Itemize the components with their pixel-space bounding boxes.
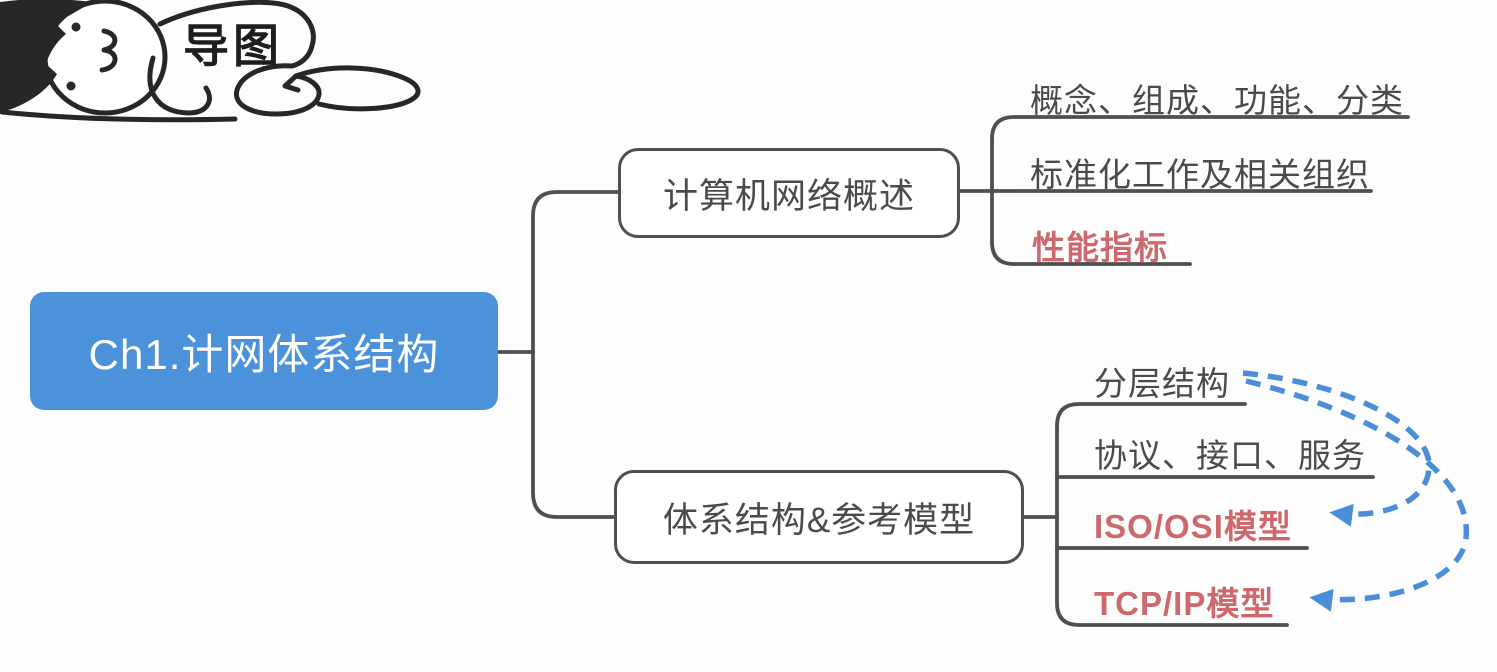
root-node[interactable]: Ch1.计网体系结构 xyxy=(30,292,498,410)
branch-node-network-overview[interactable]: 计算机网络概述 xyxy=(618,148,960,238)
arrow-layered-to-iso-osi xyxy=(1242,370,1432,527)
mascot-arm xyxy=(147,55,212,116)
leaf-concept-composition-function-classification[interactable]: 概念、组成、功能、分类 xyxy=(1030,82,1404,119)
mascot-face xyxy=(66,22,118,91)
tree-connectors xyxy=(496,115,1410,627)
leaf-protocol-interface-service[interactable]: 协议、接口、服务 xyxy=(1094,437,1366,474)
arrow-layered-to-tcp-ip xyxy=(1245,378,1469,612)
leaf-iso-osi-model[interactable]: ISO/OSI模型 xyxy=(1094,508,1292,545)
mascot-body xyxy=(157,0,421,117)
leaf-standardization-organizations[interactable]: 标准化工作及相关组织 xyxy=(1030,156,1370,193)
mascot-doodle xyxy=(0,0,421,123)
relation-arrows xyxy=(1242,370,1469,612)
mascot-label: 导图 xyxy=(183,20,283,72)
leaf-tcp-ip-model[interactable]: TCP/IP模型 xyxy=(1094,585,1275,622)
mascot-floor-line xyxy=(0,109,238,123)
mascot-hair xyxy=(0,0,92,111)
leaf-performance-metrics[interactable]: 性能指标 xyxy=(1032,229,1168,266)
branch-node-architecture-models[interactable]: 体系结构&参考模型 xyxy=(614,470,1024,564)
leaf-layered-structure[interactable]: 分层结构 xyxy=(1094,365,1230,402)
